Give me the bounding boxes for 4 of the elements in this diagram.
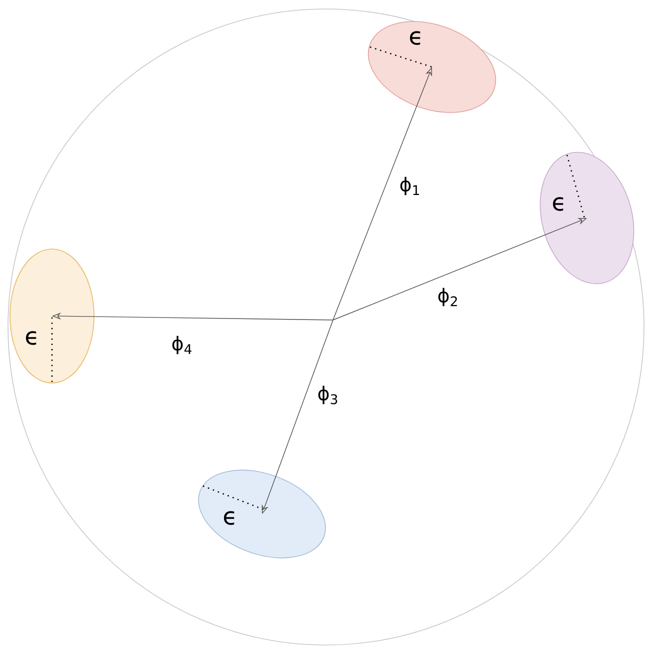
- edge-label: ϕ$_{1}$: [400, 176, 419, 196]
- edge-label: ϕ$_{3}$: [318, 386, 338, 404]
- edge-label: ϕ$_{4}$: [172, 336, 192, 354]
- edge-label: ϕ$_{2}$: [438, 288, 457, 306]
